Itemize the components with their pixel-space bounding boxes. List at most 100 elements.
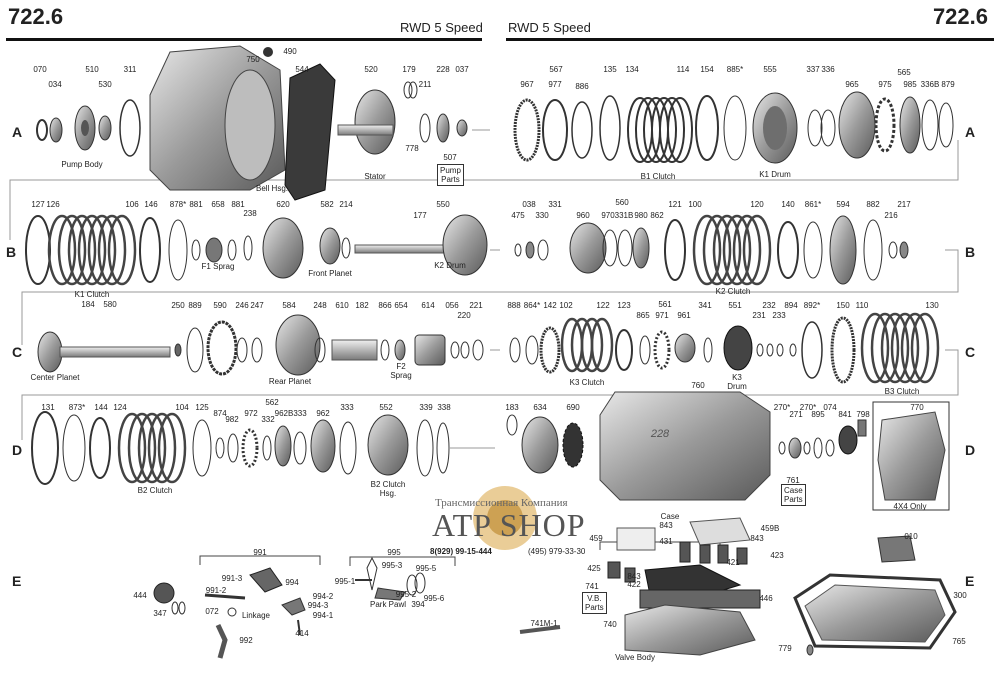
part-number: 423 (770, 551, 784, 560)
part-number: 248 (313, 301, 327, 310)
model-number-right: 722.6 (932, 4, 988, 29)
part-number: 126 (46, 200, 60, 209)
part-number: 552 (379, 403, 393, 412)
row-c-parts (37, 312, 940, 384)
part-number: 765 (952, 637, 966, 646)
part-number: 970 (601, 211, 615, 220)
part-number: 873* (68, 403, 86, 412)
part-number: 221 (469, 301, 483, 310)
part-number: 594 (836, 200, 850, 209)
part-number: 220 (457, 311, 471, 320)
part-number: 584 (282, 301, 296, 310)
label-center-planet: Center Planet (30, 373, 80, 382)
part-number: 144 (94, 403, 108, 412)
label-k2-drum: K2 Drum (434, 261, 466, 270)
part-number: 965 (845, 80, 859, 89)
part-number: 582 (320, 200, 334, 209)
part-number: 414 (295, 629, 309, 638)
part-number: 634 (533, 403, 547, 412)
part-number: 544 (295, 65, 309, 74)
part-number: 980 (634, 211, 648, 220)
part-number: 146 (144, 200, 158, 209)
part-number: 878* (169, 200, 187, 209)
part-number: 124 (113, 403, 127, 412)
part-number: 311 (123, 65, 137, 74)
label-front-planet: Front Planet (308, 269, 352, 278)
label-k1-clutch: K1 Clutch (74, 290, 110, 299)
part-number: 422 (627, 580, 641, 589)
part-number: 861* (804, 200, 822, 209)
part-number: 995-6 (423, 594, 445, 603)
part-number: 843 (627, 572, 641, 581)
label-k3-clutch: K3 Clutch (569, 378, 605, 387)
part-number: 972 (244, 409, 258, 418)
part-number: 865 (636, 311, 650, 320)
part-number: 580 (103, 300, 117, 309)
part-number: 100 (688, 200, 702, 209)
label-linkage: Linkage (241, 611, 271, 620)
part-number: 333 (340, 403, 354, 412)
part-number: 894 (784, 301, 798, 310)
part-number: 994-1 (312, 611, 334, 620)
row-letter-c-left: C (12, 344, 23, 360)
part-number: 142 (543, 301, 557, 310)
part-number: 510 (85, 65, 99, 74)
part-number: 233 (772, 311, 786, 320)
label-vb-parts: V.B. Parts (582, 592, 607, 614)
part-number: 960 (576, 211, 590, 220)
part-number: 555 (763, 65, 777, 74)
part-number: 110 (855, 301, 869, 310)
part-number: 994-3 (307, 601, 329, 610)
row-d-parts (31, 391, 950, 511)
part-number: 231 (752, 311, 766, 320)
part-number: 961 (677, 311, 691, 320)
label-rear-planet: Rear Planet (268, 377, 312, 386)
part-number: 778 (405, 144, 419, 153)
label-bell-hsg: Bell Hsg. (255, 184, 289, 193)
part-number: 034 (48, 80, 62, 89)
label-case: Case (660, 512, 680, 521)
part-number: 530 (98, 80, 112, 89)
part-number: 994 (285, 578, 299, 587)
watermark-phone-1: 8(929) 99-15-444 (430, 547, 492, 556)
row-e-parts (153, 517, 957, 659)
part-number: 135 (603, 65, 617, 74)
part-number: 740 (603, 620, 617, 629)
part-number: 331 (548, 200, 562, 209)
part-number: 425 (587, 564, 601, 573)
part-number: 798 (856, 410, 870, 419)
part-number: 121 (668, 200, 682, 209)
part-number: 879 (941, 80, 955, 89)
part-number: 010 (904, 532, 918, 541)
part-number: 431 (659, 537, 673, 546)
part-number: 995-3 (381, 561, 403, 570)
part-number: 992 (239, 636, 253, 645)
part-number: 654 (394, 301, 408, 310)
part-number: 741M-1 (530, 619, 558, 628)
header-rule-left (6, 38, 482, 41)
part-number: 991 (253, 548, 267, 557)
part-number: 120 (750, 200, 764, 209)
part-number: 560 (615, 198, 629, 207)
row-letter-d-right: D (965, 442, 976, 458)
watermark-company: Трансмиссионная Компания (435, 497, 568, 509)
part-number: 843 (659, 521, 673, 530)
part-number: 102 (559, 301, 573, 310)
part-number: 520 (364, 65, 378, 74)
label-b1-clutch: B1 Clutch (640, 172, 676, 181)
part-number: 271 (789, 410, 803, 419)
part-number: 843 (750, 534, 764, 543)
part-number: 337 (806, 65, 820, 74)
part-number: 037 (455, 65, 469, 74)
part-number: 565 (897, 68, 911, 77)
part-number: 991-2 (205, 586, 227, 595)
label-case-parts: Case Parts (781, 484, 806, 506)
part-number: 336B (920, 80, 940, 89)
part-number: 760 (691, 381, 705, 390)
part-number: 421 (726, 558, 740, 567)
part-number: 874 (213, 409, 227, 418)
row-letter-e-right: E (965, 573, 975, 589)
part-number: 985 (903, 80, 917, 89)
part-number: 270* (799, 403, 817, 412)
part-number: 127 (31, 200, 45, 209)
